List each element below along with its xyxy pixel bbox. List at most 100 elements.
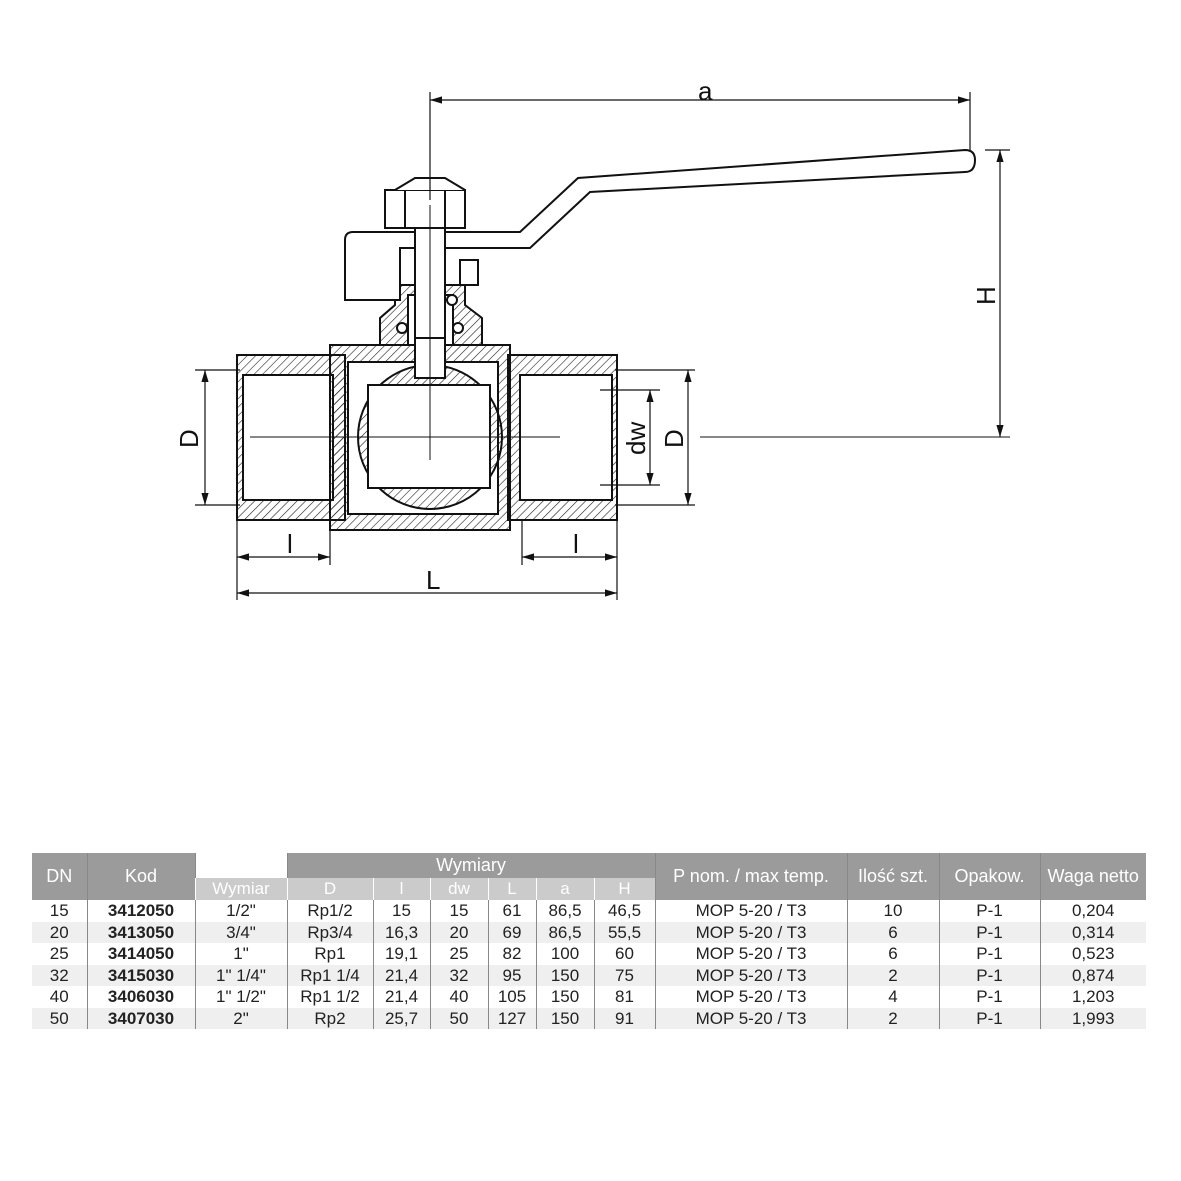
- cell-opakow: P-1: [938, 900, 1040, 922]
- cell-h: 75: [593, 964, 655, 986]
- cell-l: 15: [372, 900, 430, 922]
- valve-body: [236, 148, 977, 531]
- cell-a: 150: [535, 964, 594, 986]
- cell-kod: 3413050: [86, 921, 195, 943]
- header-pnom: P nom. / max temp.: [654, 853, 847, 900]
- cell-ilosc: 2: [846, 964, 939, 986]
- header-waga: Waga netto: [1039, 853, 1146, 900]
- cell-dw: 40: [429, 986, 488, 1008]
- header-opakow: Opakow.: [938, 853, 1040, 900]
- cell-ilosc: 4: [846, 986, 939, 1008]
- cell-L: 69: [487, 921, 536, 943]
- cell-l: 21,4: [372, 986, 430, 1008]
- cell-h: 81: [593, 986, 655, 1008]
- cell-waga: 0,314: [1039, 921, 1146, 943]
- dim-label-H: H: [971, 286, 1001, 305]
- header-wymiar: Wymiar: [194, 878, 287, 900]
- header-dn: DN: [32, 853, 87, 900]
- cell-wymiar: 1": [194, 943, 287, 965]
- cell-opakow: P-1: [938, 986, 1040, 1008]
- cell-d: Rp2: [286, 1007, 373, 1029]
- cell-dw: 15: [429, 900, 488, 922]
- cell-pnom: MOP 5-20 / T3: [654, 900, 847, 922]
- cell-a: 86,5: [535, 921, 594, 943]
- cell-h: 46,5: [593, 900, 655, 922]
- cell-waga: 0,204: [1039, 900, 1146, 922]
- header-kod: Kod: [86, 853, 195, 900]
- cell-l: 19,1: [372, 943, 430, 965]
- dim-label-D-right: D: [659, 429, 689, 448]
- dim-label-l-right: l: [573, 529, 579, 559]
- cell-opakow: P-1: [938, 964, 1040, 986]
- cell-a: 150: [535, 1007, 594, 1029]
- cell-ilosc: 6: [846, 943, 939, 965]
- cell-wymiar: 3/4": [194, 921, 287, 943]
- header-l: l: [372, 878, 430, 900]
- cell-h: 91: [593, 1007, 655, 1029]
- dim-label-L: L: [426, 565, 440, 595]
- cell-opakow: P-1: [938, 1007, 1040, 1029]
- cell-dn: 20: [32, 921, 87, 943]
- dim-label-dw: dw: [621, 422, 651, 455]
- cell-d: Rp1 1/4: [286, 964, 373, 986]
- cell-pnom: MOP 5-20 / T3: [654, 1007, 847, 1029]
- cell-dw: 50: [429, 1007, 488, 1029]
- cell-waga: 1,203: [1039, 986, 1146, 1008]
- cell-L: 105: [487, 986, 536, 1008]
- cell-ilosc: 2: [846, 1007, 939, 1029]
- cell-wymiar: 1" 1/2": [194, 986, 287, 1008]
- spec-table: DN Kod Wymiary P nom. / max temp. Ilość …: [32, 853, 1146, 1029]
- cell-ilosc: 10: [846, 900, 939, 922]
- cell-dn: 40: [49, 987, 69, 1007]
- header-wymiary: Wymiary: [286, 853, 655, 878]
- header-L: L: [487, 878, 536, 900]
- cell-dw: 32: [429, 964, 488, 986]
- cell-dw: 25: [429, 943, 488, 965]
- center-lines: [250, 205, 1010, 460]
- cell-l: 16,3: [372, 921, 430, 943]
- cell-opakow: P-1: [938, 921, 1040, 943]
- cell-d: Rp1 1/2: [286, 986, 373, 1008]
- cell-waga: 0,523: [1039, 943, 1146, 965]
- cell-pnom: MOP 5-20 / T3: [654, 986, 847, 1008]
- cell-l: 25,7: [372, 1007, 430, 1029]
- cell-a: 100: [535, 943, 594, 965]
- dimension-labels: a H D dw D l l L: [174, 76, 1001, 595]
- header-D: D: [286, 878, 373, 900]
- header-H: H: [593, 878, 655, 900]
- cell-kod: 3407030: [86, 1007, 195, 1029]
- cell-d: Rp3/4: [286, 921, 373, 943]
- cell-L: 82: [487, 943, 536, 965]
- cell-kod: 3415030: [86, 964, 195, 986]
- cell-d: Rp1: [286, 943, 373, 965]
- cell-dn: 50: [32, 1007, 87, 1029]
- dim-label-l-left: l: [287, 529, 293, 559]
- cell-l: 21,4: [372, 964, 430, 986]
- dimension-lines: [195, 92, 1010, 600]
- cell-d: Rp1/2: [286, 900, 373, 922]
- cell-opakow: P-1: [938, 943, 1040, 965]
- cell-ilosc: 6: [846, 921, 939, 943]
- header-ilosc: Ilość szt.: [846, 853, 939, 900]
- cell-h: 55,5: [593, 921, 655, 943]
- cell-kod: 3406030: [86, 986, 195, 1008]
- ball-valve-drawing: a H D dw D l l L: [174, 76, 1010, 600]
- cell-kod: 3412050: [86, 900, 195, 922]
- dim-label-D-left: D: [174, 429, 204, 448]
- header-a: a: [535, 878, 594, 900]
- cell-dn: 15: [49, 901, 69, 921]
- cell-L: 95: [487, 964, 536, 986]
- cell-dn: 25: [49, 944, 69, 964]
- cell-waga: 0,874: [1039, 964, 1146, 986]
- cell-wymiar: 1/2": [194, 900, 287, 922]
- cell-kod: 3414050: [86, 943, 195, 965]
- dim-label-a: a: [698, 76, 713, 106]
- cell-L: 127: [487, 1007, 536, 1029]
- cell-pnom: MOP 5-20 / T3: [654, 943, 847, 965]
- cell-a: 150: [535, 986, 594, 1008]
- cell-a: 86,5: [535, 900, 594, 922]
